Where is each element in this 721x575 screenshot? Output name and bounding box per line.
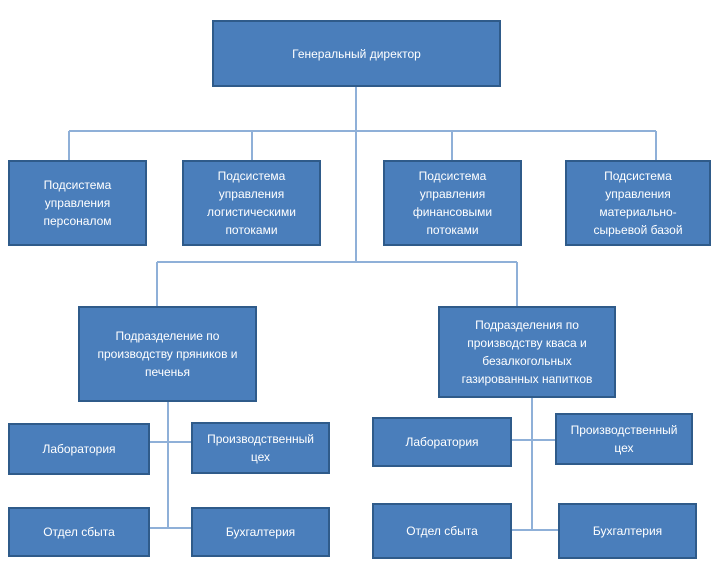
materials-subsystem-box: Подсистема управления материально- сырье… <box>565 160 711 246</box>
left-laboratory-box: Лаборатория <box>8 423 150 475</box>
right-laboratory-box: Лаборатория <box>372 417 512 467</box>
right-workshop-box: Производственный цех <box>555 413 693 465</box>
right-accounting-box: Бухгалтерия <box>558 503 697 559</box>
ceo-box: Генеральный директор <box>212 20 501 87</box>
left-workshop-box: Производственный цех <box>191 422 330 474</box>
kvass-division-box: Подразделения по производству кваса и бе… <box>438 306 616 398</box>
logistics-subsystem-box: Подсистема управления логистическими пот… <box>182 160 321 246</box>
right-sales-box: Отдел сбыта <box>372 503 512 559</box>
left-accounting-box: Бухгалтерия <box>191 507 330 557</box>
finance-subsystem-box: Подсистема управления финансовыми потока… <box>383 160 522 246</box>
hr-subsystem-box: Подсистема управления персоналом <box>8 160 147 246</box>
left-sales-box: Отдел сбыта <box>8 507 150 557</box>
gingerbread-division-box: Подразделение по производству пряников и… <box>78 306 257 402</box>
